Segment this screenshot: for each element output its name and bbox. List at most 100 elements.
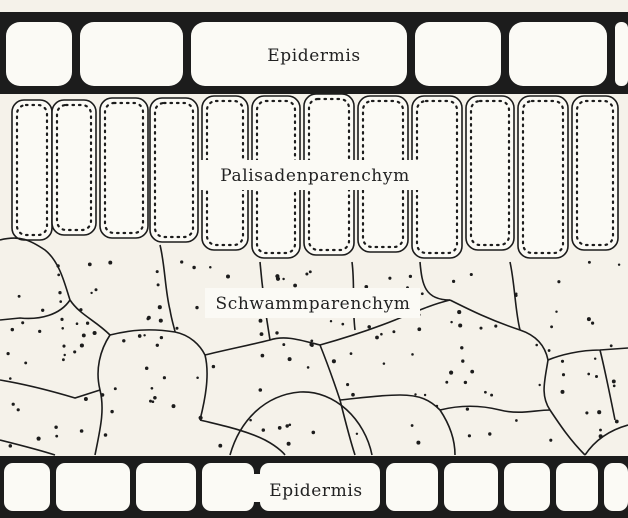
- chloroplast-dot: [55, 435, 58, 438]
- chloroplast-dot: [417, 327, 421, 331]
- chloroplast-dot: [249, 419, 252, 422]
- chloroplast-dot: [143, 334, 145, 336]
- palisade-cell: [52, 100, 96, 235]
- chloroplast-dot: [561, 390, 565, 394]
- chloroplast-dot: [490, 394, 493, 397]
- label-epidermis-top: Epidermis: [267, 46, 360, 66]
- chloroplast-dot: [24, 361, 27, 364]
- chloroplast-dot: [84, 397, 88, 401]
- chloroplast-dot: [11, 328, 14, 331]
- chloroplast-dot: [409, 275, 412, 278]
- chloroplast-dot: [62, 358, 65, 361]
- chloroplast-dot: [18, 295, 21, 298]
- chloroplast-dot: [110, 410, 113, 413]
- chloroplast-dot: [122, 339, 125, 342]
- chloroplast-dot: [562, 373, 565, 376]
- chloroplast-dot: [180, 260, 183, 263]
- chloroplast-dot: [282, 278, 284, 280]
- chloroplast-dot: [599, 434, 603, 438]
- chloroplast-dot: [176, 327, 179, 330]
- chloroplast-dot: [160, 336, 163, 339]
- chloroplast-dot: [452, 280, 455, 283]
- chloroplast-dot: [153, 396, 157, 400]
- chloroplast-dot: [60, 318, 63, 321]
- chloroplast-dot: [156, 344, 159, 347]
- chloroplast-dot: [21, 321, 24, 324]
- chloroplast-dot: [375, 336, 379, 340]
- chloroplast-dot: [285, 424, 288, 427]
- chloroplast-dot: [457, 310, 461, 314]
- chloroplast-dot: [311, 431, 315, 435]
- chloroplast-dot: [310, 344, 313, 347]
- chloroplast-dot: [585, 411, 588, 414]
- chloroplast-dot: [436, 405, 439, 408]
- chloroplast-dot: [146, 317, 149, 320]
- chloroplast-dot: [88, 263, 92, 267]
- chloroplast-dot: [612, 379, 616, 383]
- chloroplast-dot: [54, 425, 57, 428]
- label-spongy-parenchyma: Schwammparenchym: [216, 294, 411, 314]
- chloroplast-dot: [196, 376, 199, 379]
- chloroplast-dot: [192, 266, 195, 269]
- chloroplast-dot: [41, 309, 44, 312]
- chloroplast-dot: [61, 327, 64, 330]
- chloroplast-dot: [380, 333, 383, 336]
- chloroplast-dot: [310, 340, 313, 343]
- chloroplast-dot: [86, 322, 89, 325]
- chloroplast-dot: [58, 291, 61, 294]
- chloroplast-dot: [588, 261, 591, 264]
- chloroplast-dot: [159, 319, 163, 323]
- chloroplast-dot: [464, 381, 467, 384]
- chloroplast-dot: [341, 323, 344, 326]
- chloroplast-dot: [424, 394, 426, 396]
- chloroplast-dot: [79, 308, 82, 311]
- chloroplast-dot: [218, 444, 222, 448]
- chloroplast-dot: [209, 266, 212, 269]
- chloroplast-dot: [282, 343, 285, 346]
- chloroplast-dot: [388, 277, 391, 280]
- chloroplast-dot: [466, 407, 469, 410]
- chloroplast-dot: [289, 424, 292, 427]
- palisade-cell: [518, 96, 568, 258]
- chloroplast-dot: [9, 377, 12, 380]
- chloroplast-dot: [156, 270, 159, 273]
- chloroplast-dot: [350, 352, 353, 355]
- chloroplast-dot: [259, 319, 263, 323]
- chloroplast-dot: [212, 365, 215, 368]
- palisade-cell: [466, 96, 514, 250]
- chloroplast-dot: [104, 433, 108, 437]
- chloroplast-dot: [561, 360, 564, 363]
- chloroplast-dot: [73, 350, 76, 353]
- chloroplast-dot: [199, 416, 203, 420]
- chloroplast-dot: [535, 344, 538, 347]
- chloroplast-dot: [56, 264, 59, 267]
- chloroplast-dot: [356, 433, 358, 435]
- chloroplast-dot: [260, 332, 264, 336]
- chloroplast-dot: [59, 300, 62, 303]
- chloroplast-dot: [494, 325, 497, 328]
- chloroplast-dot: [90, 292, 92, 294]
- chloroplast-dot: [618, 263, 620, 265]
- chloroplast-dot: [63, 354, 65, 356]
- chloroplast-dot: [591, 322, 594, 325]
- chloroplast-dot: [416, 441, 420, 445]
- chloroplast-dot: [411, 424, 414, 427]
- chloroplast-dot: [172, 404, 176, 408]
- chloroplast-dot: [557, 280, 560, 283]
- chloroplast-dot: [262, 428, 265, 431]
- chloroplast-dot: [555, 310, 557, 312]
- chloroplast-dot: [595, 375, 598, 378]
- chloroplast-dot: [411, 353, 414, 356]
- chloroplast-dot: [287, 442, 291, 446]
- chloroplast-dot: [346, 383, 349, 386]
- chloroplast-dot: [278, 426, 282, 430]
- chloroplast-dot: [151, 387, 154, 390]
- palisade-cell: [100, 98, 148, 238]
- chloroplast-dot: [307, 366, 310, 369]
- chloroplast-dot: [293, 284, 297, 288]
- chloroplast-dot: [449, 371, 453, 375]
- chloroplast-dot: [450, 321, 452, 323]
- chloroplast-dot: [613, 385, 616, 388]
- chloroplast-dot: [515, 294, 518, 297]
